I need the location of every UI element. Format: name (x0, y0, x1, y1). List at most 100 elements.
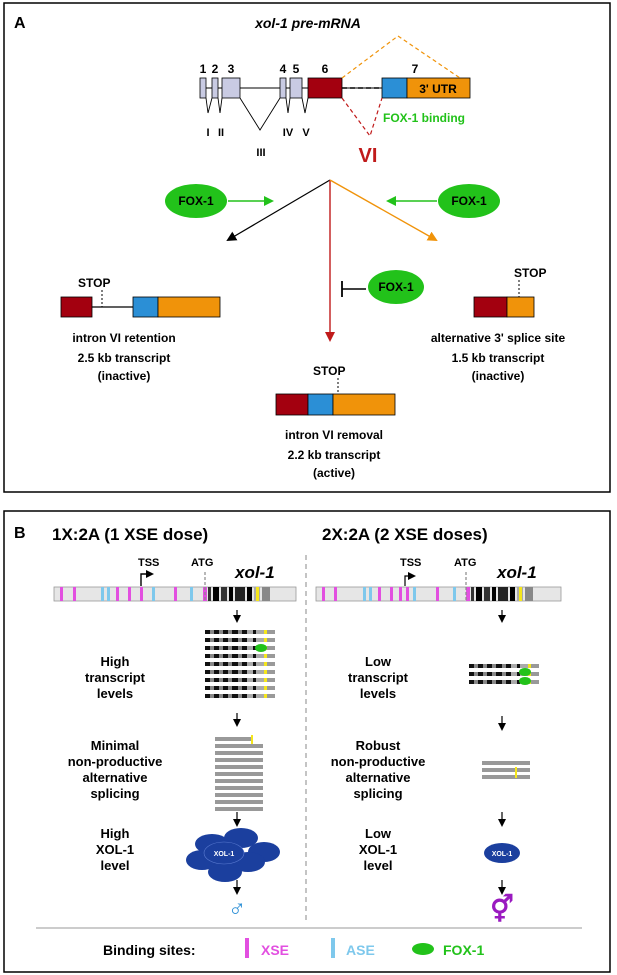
exon-num-5: 5 (293, 62, 300, 76)
left-step3-l3: level (101, 858, 130, 873)
left-step2-l1: Minimal (91, 738, 139, 753)
retention-line1: intron VI retention (72, 331, 175, 345)
right-protein (484, 843, 520, 863)
alt-splice-orange (341, 35, 461, 79)
right-step1-l2: transcript (348, 670, 409, 685)
left-step2-l3: alternative (82, 770, 147, 785)
retention-line3: (inactive) (98, 369, 151, 383)
utr-label: 3' UTR (419, 82, 457, 96)
right-step2-l4: splicing (353, 786, 402, 801)
left-transcripts-high (205, 630, 275, 698)
right-splicing-bars (482, 761, 530, 779)
exon-num-4: 4 (280, 62, 287, 76)
right-step1-l1: Low (365, 654, 392, 669)
exon-7-utr (406, 77, 471, 99)
right-atg: ATG (454, 557, 476, 569)
legend-ase-swatch (331, 938, 335, 958)
intron-num-1: I (206, 127, 209, 139)
removal-line1: intron VI removal (285, 428, 383, 442)
exon-num-7: 7 (412, 62, 419, 76)
exon-7-coding (381, 77, 408, 99)
arrow-to-retention (226, 179, 331, 242)
removal-line2: 2.2 kb transcript (288, 448, 381, 462)
right-tss: TSS (400, 557, 421, 569)
left-tss: TSS (138, 557, 159, 569)
arrow-to-alt-splice (329, 179, 438, 241)
retention-transcript (60, 290, 221, 318)
exon-num-3: 3 (228, 62, 235, 76)
stop-right: STOP (514, 266, 546, 280)
fox1-oval-center-label: FOX-1 (378, 280, 414, 294)
intron-num-4: IV (283, 127, 294, 139)
hermaphrodite-symbol-icon: ⚥ (490, 893, 513, 924)
left-step1-l3: levels (97, 686, 133, 701)
right-step2-l2: non-productive (331, 754, 426, 769)
right-step3-l1: Low (365, 826, 392, 841)
right-gene-strip (315, 572, 562, 602)
exon-num-6: 6 (322, 62, 329, 76)
right-gene-name: xol-1 (496, 563, 537, 582)
left-step3-l1: High (101, 826, 130, 841)
right-step2-l3: alternative (345, 770, 410, 785)
exon-1 (199, 77, 207, 99)
intron-vi-splice (341, 97, 383, 138)
fox1-binding-label: FOX-1 binding (383, 111, 465, 125)
left-step2-l2: non-productive (68, 754, 163, 769)
left-step1-l1: High (101, 654, 130, 669)
retention-line2: 2.5 kb transcript (78, 351, 171, 365)
exon-num-1: 1 (200, 62, 207, 76)
right-step3-l3: level (364, 858, 393, 873)
removal-transcript (275, 378, 396, 416)
right-condition-title: 2X:2A (2 XSE doses) (322, 525, 488, 544)
alt-splice-transcript (473, 280, 535, 318)
left-condition-title: 1X:2A (1 XSE dose) (52, 525, 208, 544)
right-protein-label: XOL-1 (492, 851, 513, 858)
intron-num-5: V (302, 127, 310, 139)
exon-6 (307, 77, 343, 99)
fox1-oval-left (165, 184, 227, 218)
left-step2-l4: splicing (90, 786, 139, 801)
fox1-oval-right-label: FOX-1 (451, 194, 487, 208)
exon-5 (289, 77, 303, 99)
panel-b-frame (3, 510, 611, 973)
legend-xse-swatch (245, 938, 249, 958)
legend-fox1-label: FOX-1 (443, 942, 484, 958)
panel-a-frame (3, 2, 611, 493)
exon-4 (279, 77, 287, 99)
legend-fox1-swatch (412, 943, 434, 955)
alt-splice-line1: alternative 3' splice site (431, 331, 566, 345)
left-splicing-bars (215, 735, 263, 811)
exon-3 (221, 77, 241, 99)
stop-center: STOP (313, 364, 345, 378)
exon-num-2: 2 (212, 62, 219, 76)
alt-splice-line3: (inactive) (472, 369, 525, 383)
left-step3-l2: XOL-1 (96, 842, 134, 857)
intron-vi-label: VI (359, 145, 378, 167)
fox1-oval-left-label: FOX-1 (178, 194, 214, 208)
left-gene-strip (53, 570, 297, 602)
intron-num-2: II (218, 127, 224, 139)
fox1-oval-right (438, 184, 500, 218)
stop-left: STOP (78, 276, 110, 290)
legend-title: Binding sites: (103, 942, 196, 958)
right-step1-l3: levels (360, 686, 396, 701)
exon-2 (211, 77, 219, 99)
premrna-title: xol-1 pre-mRNA (254, 15, 361, 31)
left-gene-name: xol-1 (234, 563, 275, 582)
alt-splice-line2: 1.5 kb transcript (452, 351, 545, 365)
left-step1-l2: transcript (85, 670, 146, 685)
left-atg: ATG (191, 557, 213, 569)
panel-a-letter: A (14, 15, 26, 32)
intron-num-3: III (256, 147, 265, 159)
right-step3-l2: XOL-1 (359, 842, 397, 857)
legend-ase-label: ASE (346, 942, 375, 958)
left-protein-cluster (186, 828, 280, 882)
premrna-gene-model: 3' UTR 1 2 3 4 5 6 7 I II III IV V VI FO… (199, 35, 471, 167)
fox1-oval-center (368, 270, 424, 304)
removal-line3: (active) (313, 466, 355, 480)
right-transcripts-low (469, 664, 539, 685)
right-step2-l1: Robust (356, 738, 401, 753)
panel-b-letter: B (14, 525, 26, 542)
male-symbol-icon: ♂ (228, 895, 246, 922)
